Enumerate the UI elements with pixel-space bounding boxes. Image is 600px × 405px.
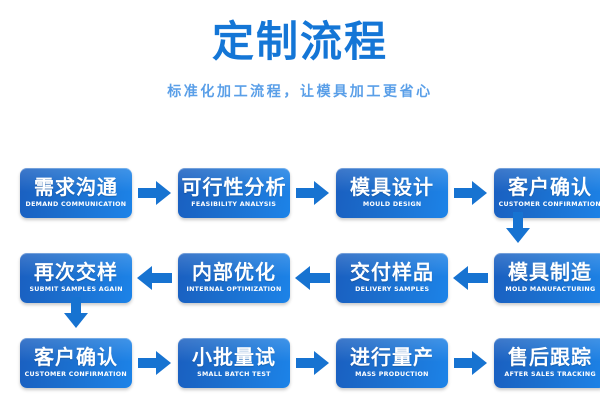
arrow-left-icon (452, 265, 490, 291)
step-label-cn: 客户确认 (34, 345, 118, 369)
step-label-en: SUBMIT SAMPLES AGAIN (29, 285, 123, 293)
step-label-cn: 模具制造 (508, 260, 592, 284)
process-step-mould-design[interactable]: 模具设计 MOULD DESIGN (336, 167, 448, 218)
process-step-feasibility-analysis[interactable]: 可行性分析 FEASIBILITY ANALYSIS (178, 167, 290, 218)
arrow-tail (454, 187, 474, 198)
step-label-en: AFTER SALES TRACKING (504, 370, 596, 378)
arrow-tail (296, 357, 316, 368)
page-title: 定制流程 (211, 17, 388, 66)
arrow-tail (296, 187, 316, 198)
step-label-cn: 售后跟踪 (508, 345, 592, 369)
process-step-small-batch-test[interactable]: 小批量试 SMALL BATCH TEST (178, 337, 290, 388)
flow-row-3: 客户确认 CUSTOMER CONFIRMATION 小批量试 SMALL BA… (0, 320, 600, 405)
arrow-head (472, 180, 487, 205)
flow-row-1: 需求沟通 DEMAND COMMUNICATION 可行性分析 FEASIBIL… (0, 150, 600, 235)
arrow-head (506, 228, 530, 243)
step-label-cn: 模具设计 (350, 175, 434, 199)
arrow-tail (310, 272, 330, 283)
step-label-en: MOLD MANUFACTURING (504, 285, 596, 293)
step-label-en: FEASIBILITY ANALYSIS (191, 200, 277, 208)
step-label-en: MASS PRODUCTION (355, 370, 429, 378)
arrow-down-icon-left (63, 297, 89, 329)
arrow-tail (513, 212, 523, 230)
step-label-cn: 小批量试 (192, 345, 276, 369)
arrow-right-icon (136, 350, 174, 376)
arrow-tail (138, 187, 158, 198)
step-label-cn: 再次交样 (34, 260, 118, 284)
arrow-head (156, 350, 171, 375)
arrow-tail (454, 357, 474, 368)
arrow-right-icon (136, 180, 174, 206)
arrow-tail (468, 272, 488, 283)
arrow-tail (138, 357, 158, 368)
step-label-en: CUSTOMER CONFIRMATION (498, 200, 600, 208)
arrow-head (64, 313, 88, 328)
arrow-right-icon (294, 350, 332, 376)
step-label-en: DELIVERY SAMPLES (354, 285, 430, 293)
arrow-head (314, 180, 329, 205)
arrow-head (156, 180, 171, 205)
process-step-mold-manufacturing[interactable]: 模具制造 MOLD MANUFACTURING (494, 252, 600, 303)
page-subtitle: 标准化加工流程，让模具加工更省心 (167, 84, 433, 100)
process-step-after-sales-tracking[interactable]: 售后跟踪 AFTER SALES TRACKING (494, 337, 600, 388)
process-step-mass-production[interactable]: 进行量产 MASS PRODUCTION (336, 337, 448, 388)
process-flow: 需求沟通 DEMAND COMMUNICATION 可行性分析 FEASIBIL… (0, 150, 600, 405)
step-label-cn: 交付样品 (350, 260, 434, 284)
step-label-cn: 客户确认 (508, 175, 592, 199)
arrow-right-icon (452, 180, 490, 206)
arrow-tail (152, 272, 172, 283)
flow-row-2: 再次交样 SUBMIT SAMPLES AGAIN 内部优化 INTERNAL … (0, 235, 600, 320)
step-label-cn: 进行量产 (350, 345, 434, 369)
step-label-en: INTERNAL OPTIMIZATION (186, 285, 282, 293)
header: 定制流程 标准化加工流程，让模具加工更省心 (0, 0, 600, 140)
arrow-head (295, 265, 310, 290)
arrow-left-icon (294, 265, 332, 291)
arrow-head (472, 350, 487, 375)
process-step-delivery-samples[interactable]: 交付样品 DELIVERY SAMPLES (336, 252, 448, 303)
process-step-submit-samples-again[interactable]: 再次交样 SUBMIT SAMPLES AGAIN (20, 252, 132, 303)
process-step-customer-confirmation-1[interactable]: 客户确认 CUSTOMER CONFIRMATION (494, 167, 600, 218)
arrow-right-icon (452, 350, 490, 376)
arrow-left-icon (136, 265, 174, 291)
arrow-head (137, 265, 152, 290)
arrow-right-icon (294, 180, 332, 206)
step-label-en: SMALL BATCH TEST (197, 370, 271, 378)
step-label-cn: 可行性分析 (181, 175, 287, 199)
arrow-head (453, 265, 468, 290)
arrow-head (314, 350, 329, 375)
step-label-en: MOULD DESIGN (362, 200, 422, 208)
process-step-customer-confirmation-2[interactable]: 客户确认 CUSTOMER CONFIRMATION (20, 337, 132, 388)
arrow-tail (71, 297, 81, 315)
process-step-demand-communication[interactable]: 需求沟通 DEMAND COMMUNICATION (20, 167, 132, 218)
step-label-en: DEMAND COMMUNICATION (25, 200, 127, 208)
step-label-cn: 需求沟通 (34, 175, 118, 199)
process-step-internal-optimization[interactable]: 内部优化 INTERNAL OPTIMIZATION (178, 252, 290, 303)
arrow-down-icon-right (505, 212, 531, 244)
step-label-en: CUSTOMER CONFIRMATION (24, 370, 128, 378)
step-label-cn: 内部优化 (192, 260, 276, 284)
